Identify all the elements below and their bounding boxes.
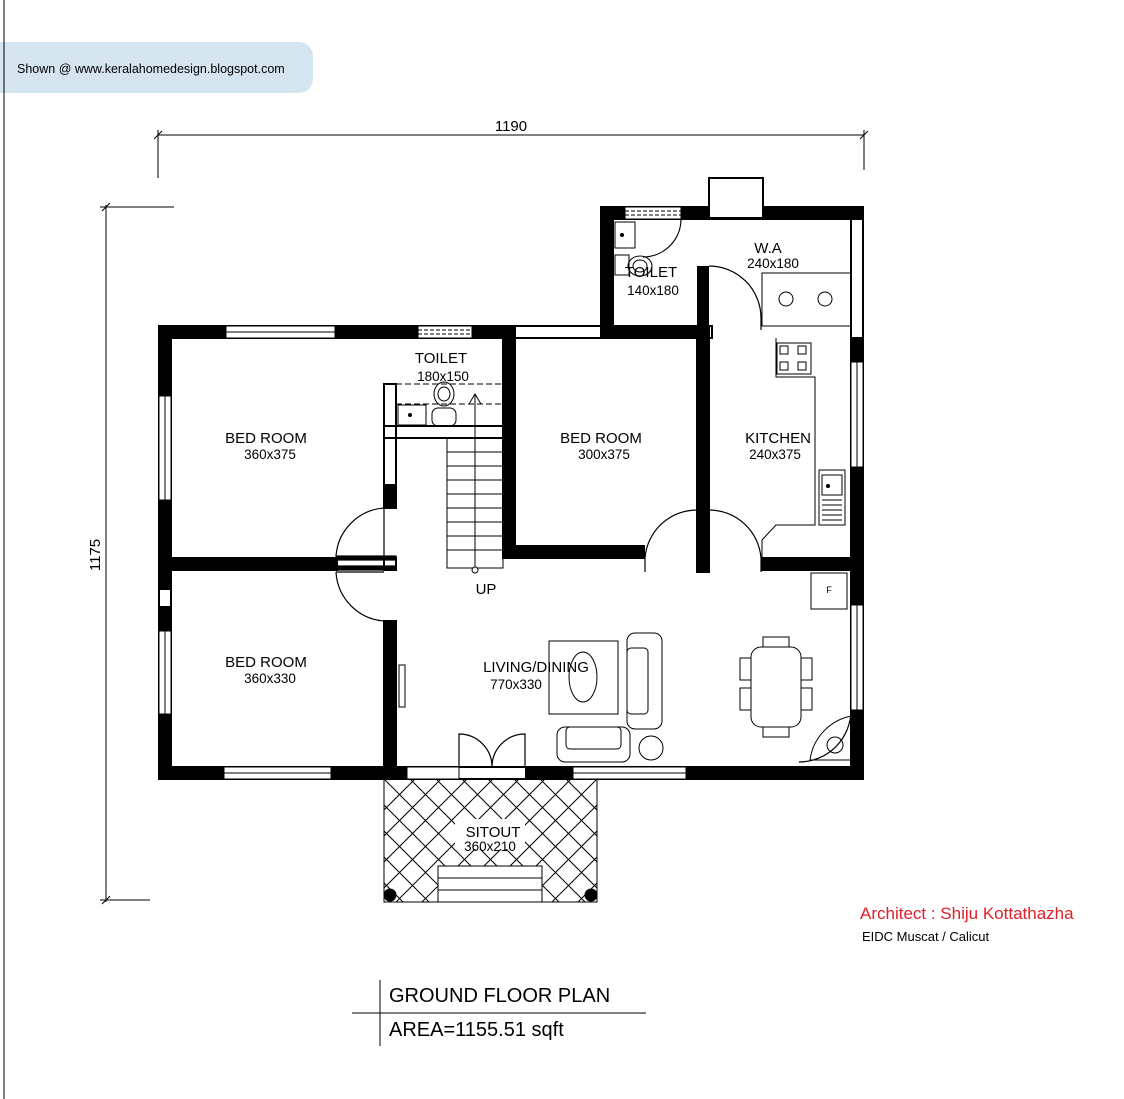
- bed-room-1-label: BED ROOM: [225, 430, 307, 447]
- kitchen-label: KITCHEN: [745, 430, 811, 447]
- bed-room-3-size: 360x330: [244, 671, 296, 686]
- toilet-2-label: TOILET: [625, 264, 677, 281]
- living-dining-label: LIVING/DINING: [483, 659, 589, 676]
- source-credit-banner: Shown @ www.keralahomedesign.blogspot.co…: [0, 42, 313, 93]
- title-block: [352, 980, 646, 1046]
- width-dimension-label: 1190: [495, 118, 527, 135]
- sitout-area: [383, 766, 598, 903]
- work-area-label: W.A: [754, 240, 782, 257]
- work-area-counter: [761, 272, 852, 327]
- doors: [335, 218, 852, 768]
- work-area-size: 240x180: [747, 256, 799, 271]
- source-credit-text: Shown @ www.keralahomedesign.blogspot.co…: [17, 62, 285, 76]
- wall-fills: [159, 207, 863, 779]
- living-furniture: [398, 632, 664, 763]
- height-dimension: [100, 202, 174, 905]
- architect-credit: Architect : Shiju Kottathazha: [860, 904, 1074, 923]
- windows: [158, 206, 864, 780]
- height-dimension-label: 1175: [87, 539, 104, 571]
- toilet-1-label: TOILET: [415, 350, 467, 367]
- dining-table: [739, 636, 813, 738]
- sitout-size: 360x210: [464, 839, 516, 854]
- bed-room-2-label: BED ROOM: [560, 430, 642, 447]
- toilet-1-fixtures: [397, 381, 457, 427]
- toilet-1-size: 180x150: [417, 369, 469, 384]
- plan-area: AREA=1155.51 sqft: [389, 1019, 564, 1041]
- toilet-2-size: 140x180: [627, 283, 679, 298]
- kitchen-counter: [761, 338, 846, 558]
- fridge: F: [810, 572, 848, 610]
- kitchen-size: 240x375: [749, 447, 801, 462]
- toilet-2-fixtures: [614, 221, 653, 277]
- wash-basin: [809, 715, 852, 761]
- sitout-label: SITOUT: [466, 824, 521, 841]
- staircase: [396, 383, 504, 574]
- plan-title: GROUND FLOOR PLAN: [389, 985, 611, 1007]
- architect-organization: EIDC Muscat / Calicut: [862, 929, 990, 944]
- bed-room-3-label: BED ROOM: [225, 654, 307, 671]
- fridge-label: F: [826, 585, 832, 595]
- bed-room-1-size: 360x375: [244, 447, 296, 462]
- bed-room-2-size: 300x375: [578, 447, 630, 462]
- stair-up-label: UP: [476, 581, 497, 598]
- width-dimension: [153, 130, 869, 178]
- living-dining-size: 770x330: [490, 677, 542, 692]
